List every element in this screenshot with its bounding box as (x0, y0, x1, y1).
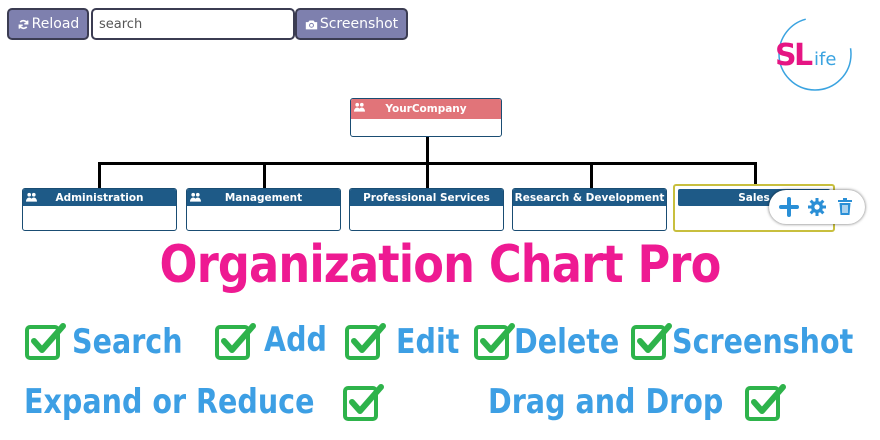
checkbox-check-icon (745, 384, 786, 421)
checkbox-check-icon (474, 323, 515, 360)
reload-button[interactable]: Reload (7, 8, 89, 40)
camera-icon (305, 19, 317, 29)
org-node-research-development[interactable]: Research & Development (512, 188, 667, 231)
feature-expand-reduce: Expand or Reduce (24, 382, 315, 422)
org-node-administration[interactable]: Administration (22, 188, 177, 231)
gear-icon[interactable] (807, 197, 827, 217)
node-toolbar (769, 190, 865, 224)
feature-add: Add (264, 320, 327, 360)
feature-edit: Edit (396, 322, 460, 362)
feature-screenshot: Screenshot (672, 322, 854, 362)
checkbox-check-icon (215, 323, 256, 360)
node-title: Management (224, 191, 303, 204)
headline: Organization Chart Pro (159, 235, 722, 295)
checkbox-check-icon (631, 323, 672, 360)
checkbox-check-icon (25, 323, 66, 360)
feature-search: Search (72, 322, 183, 362)
refresh-icon (18, 19, 29, 29)
people-icon (190, 192, 201, 202)
org-node-root[interactable]: YourCompany (350, 98, 502, 137)
reload-label: Reload (31, 16, 80, 32)
connector-rnd (590, 162, 593, 188)
node-title: Professional Services (363, 191, 490, 204)
connector-sales (754, 162, 757, 188)
search-input[interactable] (91, 8, 295, 40)
checkbox-check-icon (343, 384, 384, 421)
connector-management (263, 162, 266, 188)
connector-admin (98, 162, 101, 188)
logo-ife: ife (814, 49, 836, 70)
slife-logo: S L ife (775, 17, 852, 91)
connector-root (426, 137, 429, 163)
trash-icon[interactable] (835, 197, 855, 217)
connector-services (426, 162, 429, 188)
org-node-professional-services[interactable]: Professional Services (349, 188, 504, 231)
add-icon[interactable] (779, 197, 799, 217)
people-icon (26, 192, 37, 202)
node-title: Research & Development (514, 191, 665, 204)
screenshot-label: Screenshot (319, 16, 399, 32)
node-title: YourCompany (385, 103, 467, 115)
feature-drag-drop: Drag and Drop (488, 382, 724, 422)
checkbox-check-icon (345, 323, 386, 360)
people-icon (354, 102, 365, 112)
org-node-management[interactable]: Management (186, 188, 341, 231)
node-title: Sales (738, 191, 770, 204)
feature-delete: Delete (514, 322, 620, 362)
logo-l: L (794, 38, 813, 73)
node-title: Administration (55, 191, 144, 204)
screenshot-button[interactable]: Screenshot (295, 8, 408, 40)
logo-s: S (775, 38, 797, 73)
